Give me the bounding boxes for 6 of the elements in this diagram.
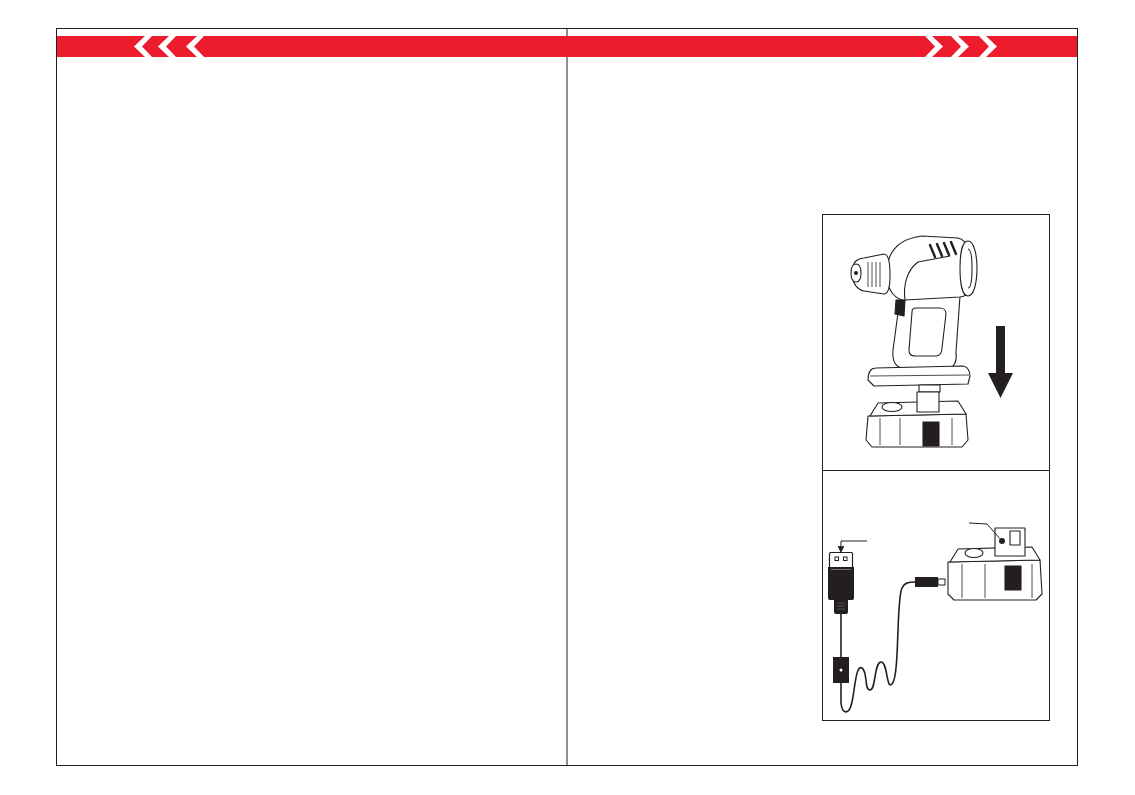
leader-line xyxy=(837,540,868,553)
illustration-frame xyxy=(822,214,1050,471)
indicator-dot-icon xyxy=(998,537,1005,544)
leader-line xyxy=(968,522,1001,539)
usb-plug-icon xyxy=(827,551,854,614)
illustration-frame xyxy=(822,470,1050,721)
